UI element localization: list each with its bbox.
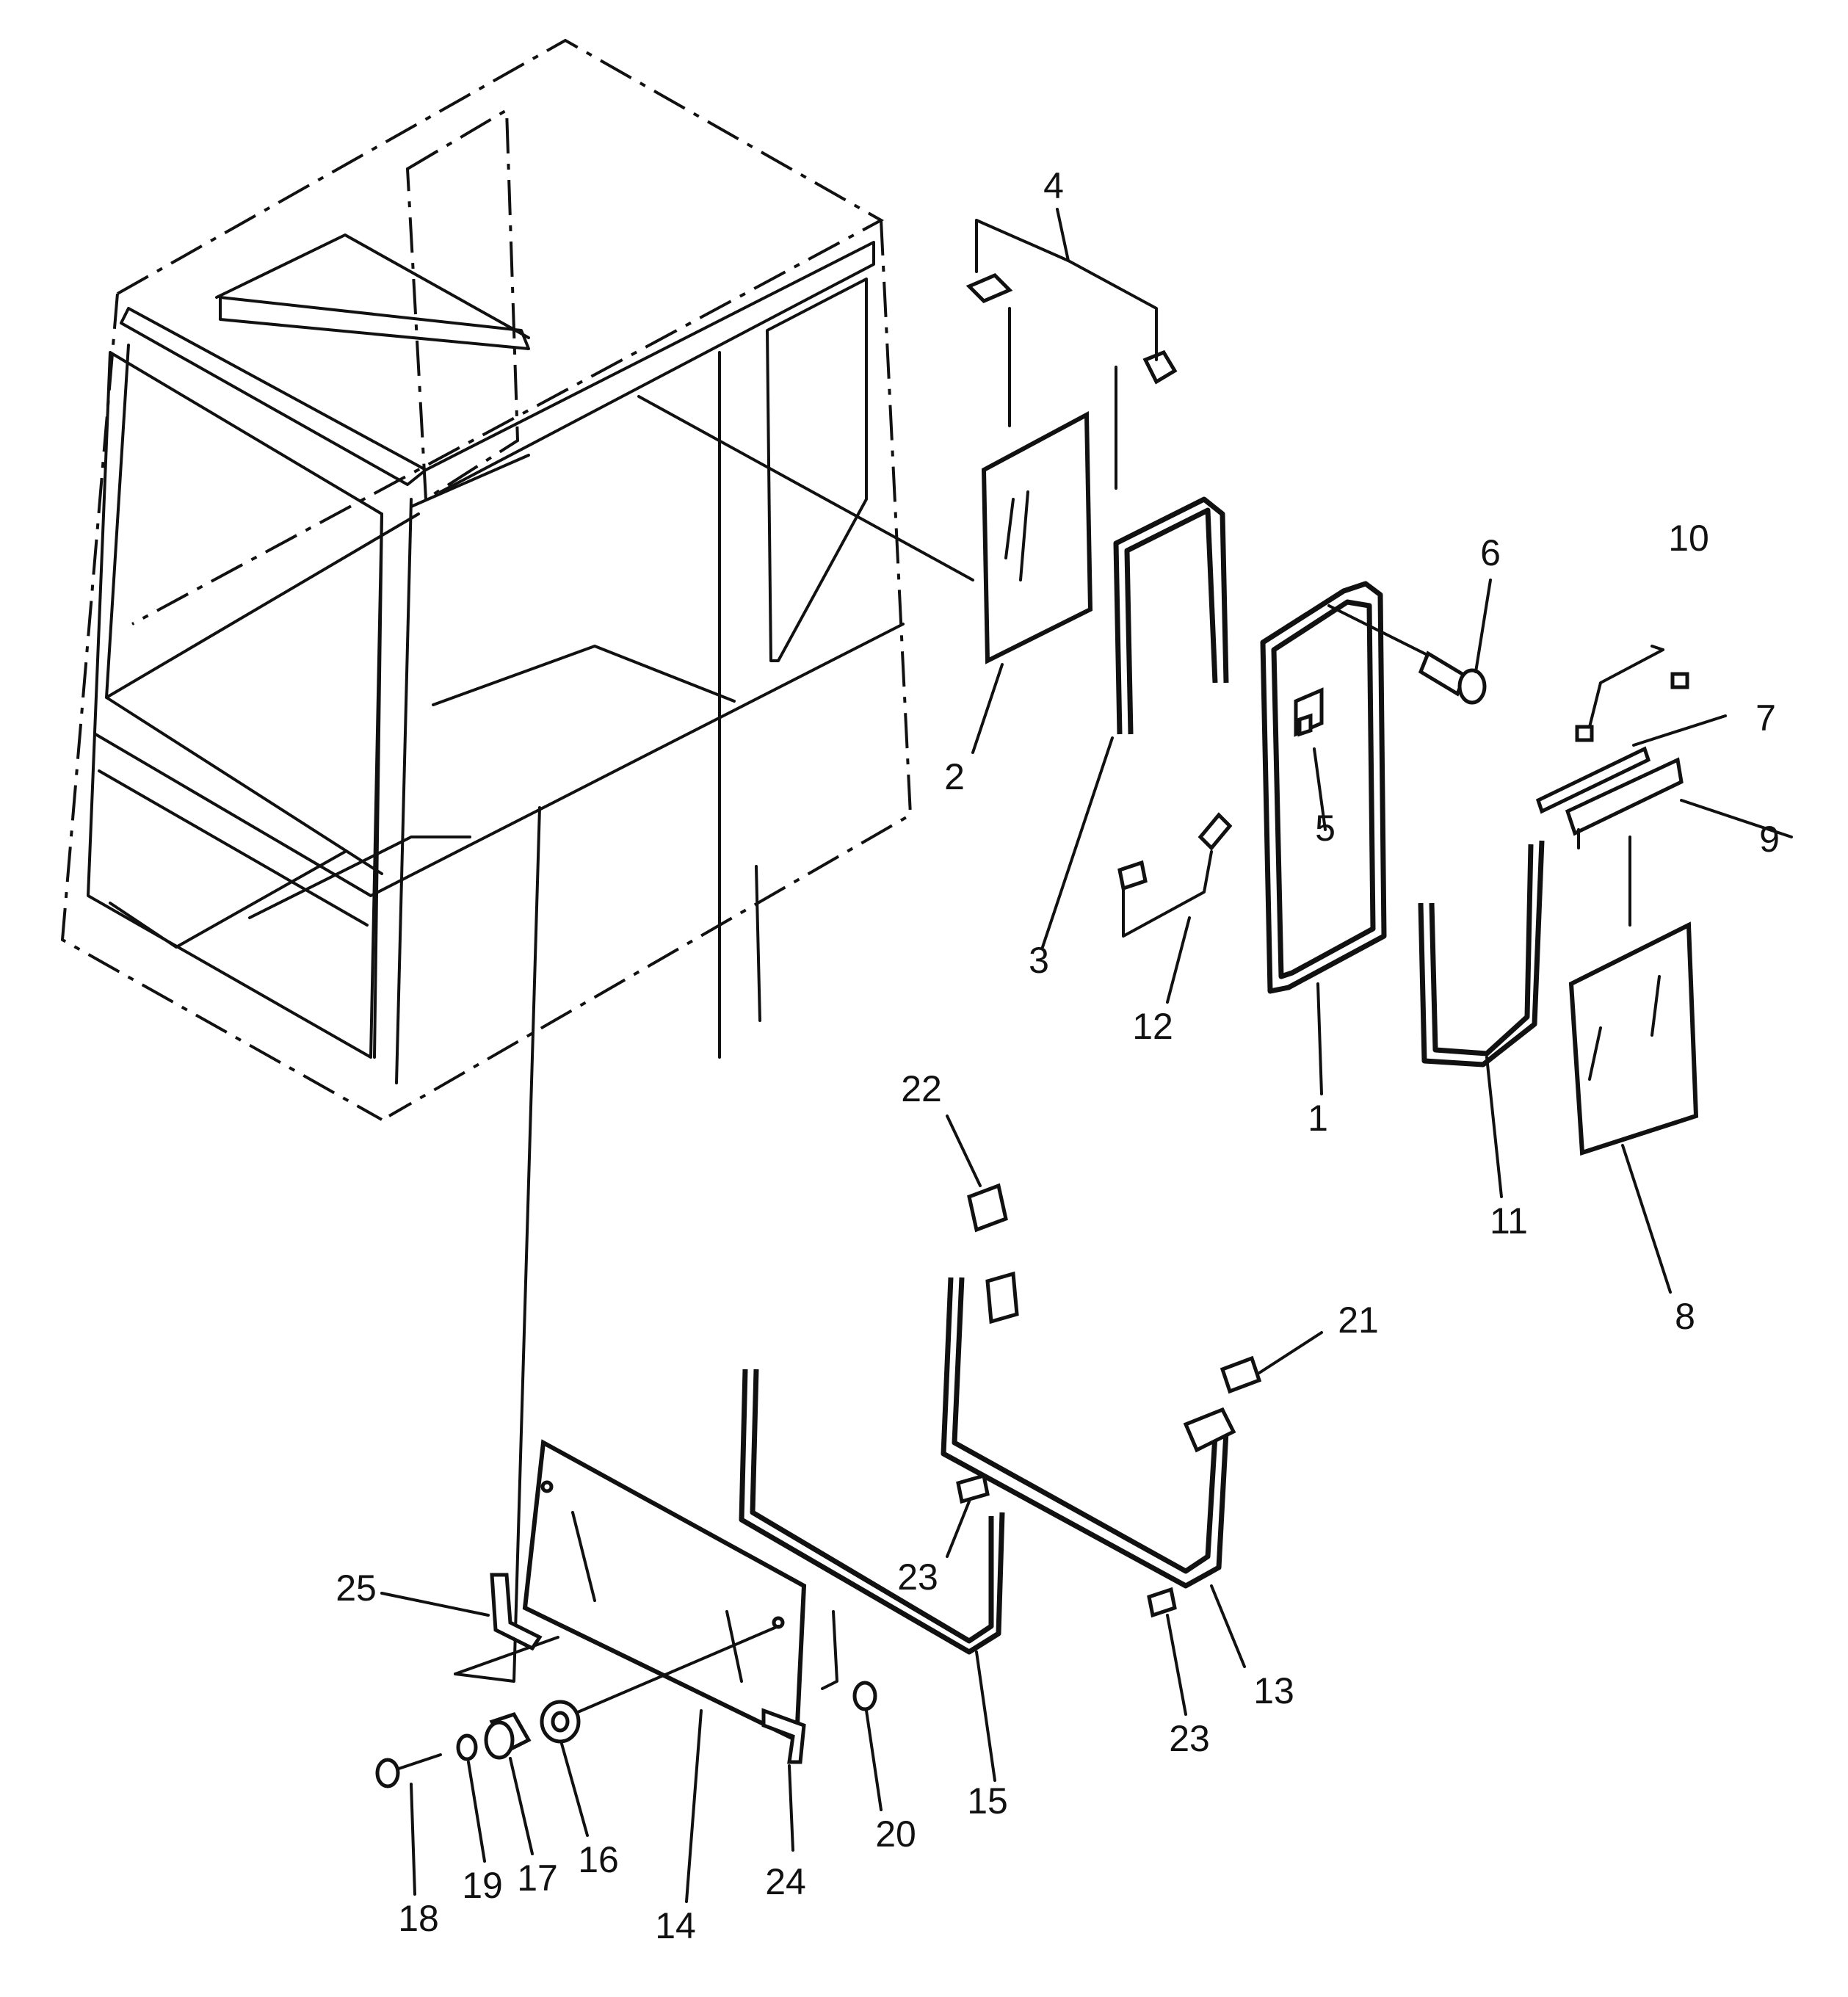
part-15-lower-seal [739, 1369, 1005, 1655]
part-4-bracket [965, 219, 1178, 490]
label-part-19: 19 [462, 1865, 503, 1906]
label-part-20: 20 [875, 1813, 916, 1855]
part-25-bracket [490, 1573, 543, 1651]
label-part-10: 10 [1668, 518, 1709, 559]
label-part-1: 1 [1308, 1098, 1328, 1139]
part-1-window-frame [1260, 581, 1387, 994]
part-8-glass [1568, 836, 1699, 1156]
label-part-13: 13 [1253, 1670, 1294, 1711]
label-part-4: 4 [1043, 165, 1064, 206]
part-21-latch [1220, 1355, 1262, 1394]
part-3-weatherstrip [1113, 496, 1229, 735]
part-23-blocks [956, 1473, 1177, 1618]
label-part-12: 12 [1132, 1006, 1173, 1047]
label-part-24: 24 [765, 1861, 806, 1902]
label-part-11: 11 [1490, 1200, 1528, 1242]
label-part-25: 25 [336, 1567, 377, 1609]
label-part-7: 7 [1755, 697, 1776, 739]
callout-labels: 1 2 3 4 5 6 7 8 9 10 11 12 13 14 15 16 1… [336, 165, 1780, 1946]
label-part-23-a: 23 [897, 1556, 938, 1598]
parts-7-9-10-channels [1535, 648, 1689, 849]
part-22-latch [967, 1183, 1008, 1233]
part-12-clips [1117, 812, 1233, 938]
part-6-bolt [1327, 604, 1487, 705]
fastener-stack [375, 1610, 877, 1788]
label-part-9: 9 [1759, 819, 1780, 860]
label-part-2: 2 [944, 756, 965, 797]
label-part-6: 6 [1480, 532, 1501, 573]
label-part-22: 22 [901, 1068, 942, 1109]
label-part-21: 21 [1338, 1300, 1379, 1341]
leader-lines [380, 208, 1793, 1903]
label-part-17: 17 [517, 1858, 558, 1899]
label-part-18: 18 [398, 1898, 439, 1939]
label-part-15: 15 [967, 1780, 1008, 1822]
label-part-16: 16 [578, 1839, 619, 1880]
part-24-bracket [761, 1708, 806, 1764]
part-13-lower-frame [941, 1271, 1236, 1589]
label-part-3: 3 [1029, 940, 1049, 981]
label-part-8: 8 [1675, 1296, 1695, 1337]
label-part-14: 14 [655, 1905, 696, 1946]
part-11-seal [1418, 840, 1545, 1068]
part-2-glass [981, 411, 1093, 664]
part-14-lower-glass [522, 1439, 807, 1744]
label-part-5: 5 [1315, 808, 1336, 849]
cab-body [60, 38, 974, 1683]
label-part-23-b: 23 [1169, 1718, 1210, 1759]
